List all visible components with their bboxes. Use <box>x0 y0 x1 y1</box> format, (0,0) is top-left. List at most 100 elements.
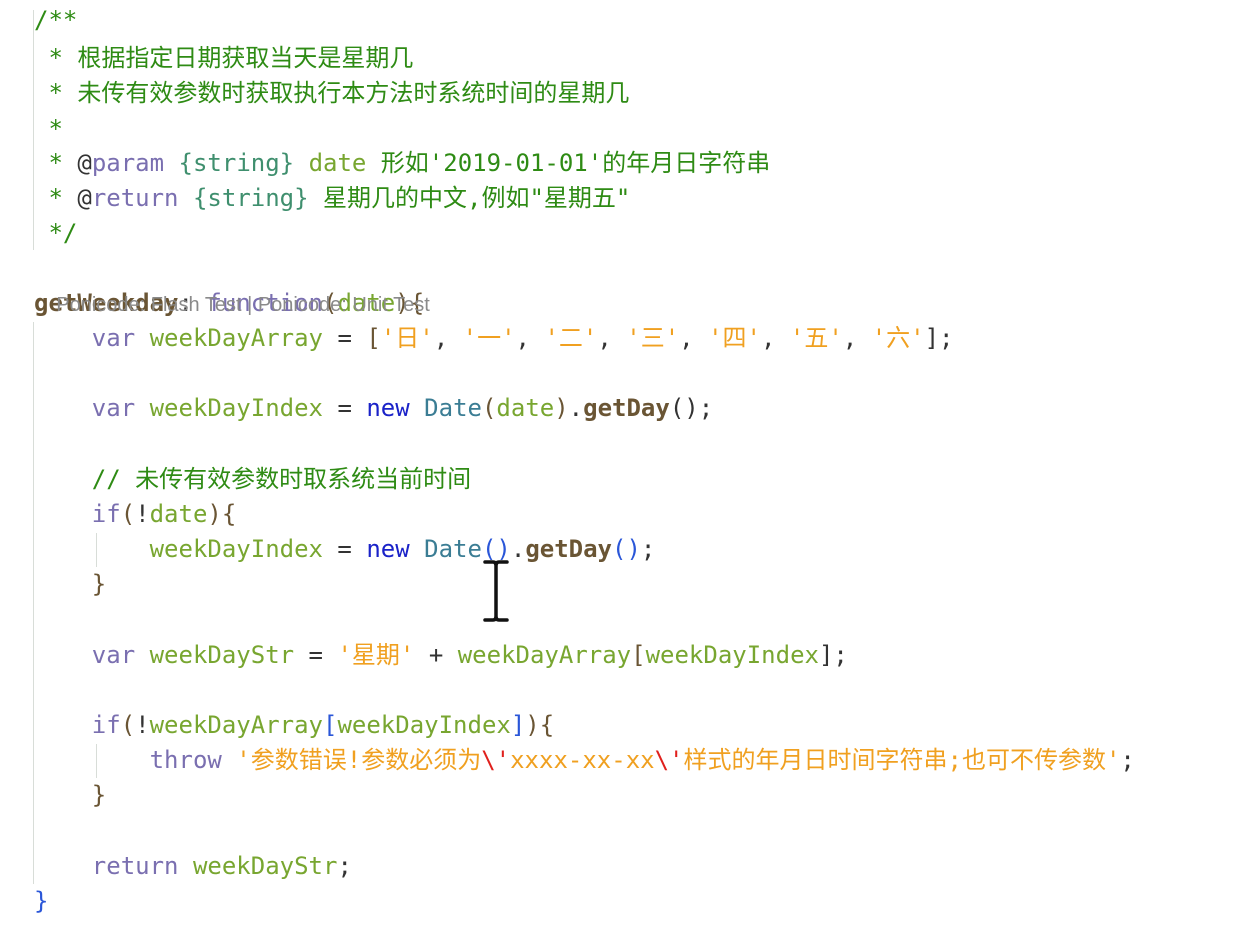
indent-guide <box>96 744 97 778</box>
code-token-punct: ; <box>1120 746 1135 774</box>
code-token-plain <box>222 746 236 774</box>
code-token-paren: [ <box>366 324 381 352</box>
code-token-comment: * 根据指定日期获取当天是星期几 <box>34 44 414 72</box>
code-line[interactable]: return weekDayStr; <box>34 849 352 884</box>
code-line[interactable]: * @return {string} 星期几的中文,例如"星期五" <box>34 181 630 216</box>
code-line[interactable]: * @param {string} date 形如'2019-01-01'的年月… <box>34 146 770 181</box>
code-token-keyword: var <box>91 394 136 422</box>
code-token-comment <box>164 149 178 177</box>
code-token-string: '日' <box>380 324 434 352</box>
code-token-keyword: var <box>77 324 136 352</box>
code-token-var: date <box>149 500 208 528</box>
code-token-plain <box>34 711 92 739</box>
code-token-punct: : <box>178 289 208 317</box>
code-token-string: '星期' <box>337 641 415 669</box>
code-token-comment <box>294 149 308 177</box>
ponicode-unit-test-link[interactable]: Ponicode: Unit Test <box>257 294 430 316</box>
code-token-paren: ) <box>395 289 410 317</box>
code-token-var: weekDayIndex <box>337 711 511 739</box>
code-line[interactable]: * <box>34 112 63 147</box>
code-token-paren2: ] <box>510 711 526 739</box>
code-token-paren2: } <box>34 887 49 915</box>
code-token-keyword: throw <box>149 746 222 774</box>
code-token-var: weekDayIndex <box>645 641 819 669</box>
code-token-doc-type: {string} <box>178 149 295 177</box>
code-token-plain <box>34 852 92 880</box>
code-line[interactable]: var weekDayArray = ['日', '一', '二', '三', … <box>34 321 954 356</box>
codelens-bar: Ponicode: Flash Test | Ponicode: Unit Te… <box>34 253 430 316</box>
code-line[interactable]: // 未传有效参数时取系统当前时间 <box>34 462 471 497</box>
code-token-paren: ( <box>481 394 497 422</box>
code-line[interactable]: throw '参数错误!参数必须为\'xxxx-xx-xx\'样式的年月日时间字… <box>34 743 1135 778</box>
code-token-paren: ( <box>120 500 136 528</box>
code-token-escape: \' <box>481 746 511 774</box>
code-token-punct: . <box>568 394 584 422</box>
code-token-string: 样式的年月日时间字符串;也可不传参数' <box>683 746 1121 774</box>
code-token-punct: , <box>597 324 627 352</box>
code-token-comment: * <box>34 184 78 212</box>
code-token-comment: 形如'2019-01-01'的年月日字符串 <box>366 149 771 177</box>
code-token-plain <box>135 324 149 352</box>
code-token-doc-type: {string} <box>192 184 309 212</box>
code-token-punct: ; <box>640 535 656 563</box>
code-token-plain <box>34 570 92 598</box>
code-token-comment: // 未传有效参数时取系统当前时间 <box>91 465 472 493</box>
code-token-paren: ) <box>207 500 222 528</box>
code-token-paren: ( <box>120 711 136 739</box>
code-token-paren: [ <box>631 641 646 669</box>
code-line[interactable]: if(!date){ <box>34 497 237 532</box>
code-token-keyword: if <box>91 711 121 739</box>
code-token-string: '六' <box>871 324 925 352</box>
code-token-paren: ) <box>554 394 569 422</box>
code-token-comment: */ <box>34 219 78 247</box>
code-token-punct: (); <box>669 394 714 422</box>
code-token-escape: \' <box>654 746 684 774</box>
code-line[interactable]: } <box>34 567 106 602</box>
code-token-doc-tag: param <box>91 149 165 177</box>
code-token-new: new <box>366 535 410 563</box>
code-token-var: date <box>496 394 555 422</box>
code-token-comment: * <box>34 115 63 143</box>
code-token-var: weekDayArray <box>149 711 323 739</box>
code-token-doc-at: @ <box>77 149 92 177</box>
code-token-paren: ) <box>525 711 540 739</box>
code-token-punct: ]; <box>924 324 954 352</box>
code-token-punct: , <box>760 324 790 352</box>
code-line[interactable]: getWeekday: function(date){ <box>34 286 424 321</box>
code-token-var: weekDayIndex <box>149 394 323 422</box>
code-line[interactable]: var weekDayStr = '星期' + weekDayArray[wee… <box>34 638 848 673</box>
code-line[interactable]: weekDayIndex = new Date().getDay(); <box>34 532 656 567</box>
code-token-keyword: var <box>91 641 136 669</box>
code-token-var: weekDayArray <box>149 324 323 352</box>
i-beam-text-cursor-icon <box>483 560 509 622</box>
code-line[interactable]: } <box>34 884 48 919</box>
code-line[interactable]: * 未传有效参数时获取执行本方法时系统时间的星期几 <box>34 76 629 111</box>
code-token-paren2: () <box>481 535 511 563</box>
code-token-string: '二' <box>544 324 598 352</box>
code-token-plain <box>34 746 150 774</box>
code-token-paren: { <box>409 289 425 317</box>
code-token-comment <box>179 184 193 212</box>
ponicode-flash-test-link[interactable]: Ponicode: Flash Test <box>56 294 242 316</box>
code-line[interactable]: var weekDayIndex = new Date(date).getDay… <box>34 391 713 426</box>
code-token-new: new <box>366 394 410 422</box>
code-line[interactable]: /** <box>34 3 77 38</box>
code-token-plain: + <box>414 641 458 669</box>
code-line[interactable]: } <box>34 778 106 813</box>
code-token-class: Date <box>424 535 482 563</box>
code-token-plain <box>410 394 424 422</box>
code-token-var: weekDayArray <box>457 641 632 669</box>
code-token-class: Date <box>424 394 482 422</box>
code-token-keyword: if <box>91 500 121 528</box>
code-line[interactable]: if(!weekDayArray[weekDayIndex]){ <box>34 708 554 743</box>
code-token-var: date <box>337 289 396 317</box>
code-token-plain: = <box>322 535 367 563</box>
code-token-doc-param: date <box>308 149 367 177</box>
code-line[interactable]: * 根据指定日期获取当天是星期几 <box>34 41 413 76</box>
code-token-punct: , <box>842 324 872 352</box>
code-token-paren: { <box>221 500 237 528</box>
indent-guide <box>33 322 34 884</box>
code-token-string: '三' <box>626 324 680 352</box>
code-line[interactable]: */ <box>34 216 77 251</box>
